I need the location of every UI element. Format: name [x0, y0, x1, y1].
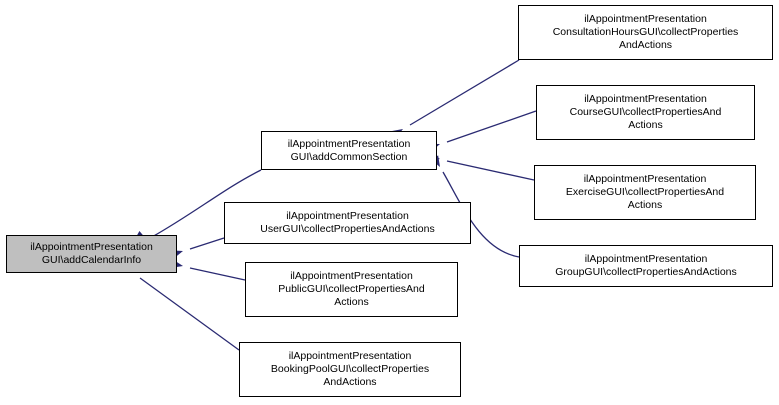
graph-edge: [409, 59, 520, 126]
graph-edge: [139, 277, 240, 351]
graph-node-addCalendarInfo[interactable]: ilAppointmentPresentation GUI\addCalenda…: [6, 235, 177, 273]
graph-node-addCommonSection[interactable]: ilAppointmentPresentation GUI\addCommonS…: [261, 131, 437, 170]
graph-node-public[interactable]: ilAppointmentPresentation PublicGUI\coll…: [245, 262, 458, 317]
graph-edge: [446, 110, 537, 143]
graph-node-label: ilAppointmentPresentation GroupGUI\colle…: [555, 253, 737, 278]
graph-edge: [189, 267, 246, 281]
graph-edge: [446, 160, 535, 181]
graph-node-user[interactable]: ilAppointmentPresentation UserGUI\collec…: [224, 202, 471, 244]
graph-node-course[interactable]: ilAppointmentPresentation CourseGUI\coll…: [536, 85, 755, 140]
graph-node-label: ilAppointmentPresentation CourseGUI\coll…: [569, 93, 722, 131]
graph-node-label: ilAppointmentPresentation PublicGUI\coll…: [278, 270, 425, 308]
graph-edge: [189, 237, 225, 250]
graph-node-label: ilAppointmentPresentation BookingPoolGUI…: [270, 350, 430, 388]
graph-node-label: ilAppointmentPresentation ExerciseGUI\co…: [565, 173, 725, 211]
graph-node-exercise[interactable]: ilAppointmentPresentation ExerciseGUI\co…: [534, 165, 756, 220]
graph-node-label: ilAppointmentPresentation GUI\addCommonS…: [287, 137, 411, 163]
graph-node-bookingPool[interactable]: ilAppointmentPresentation BookingPoolGUI…: [239, 342, 461, 397]
graph-edge: [151, 169, 262, 238]
graph-node-consultationHours[interactable]: ilAppointmentPresentation ConsultationHo…: [518, 5, 773, 60]
graph-node-group[interactable]: ilAppointmentPresentation GroupGUI\colle…: [519, 245, 773, 287]
graph-edge: [442, 171, 520, 258]
graph-node-label: ilAppointmentPresentation UserGUI\collec…: [260, 210, 435, 235]
graph-node-label: ilAppointmentPresentation GUI\addCalenda…: [30, 241, 153, 266]
graph-node-label: ilAppointmentPresentation ConsultationHo…: [552, 13, 739, 51]
